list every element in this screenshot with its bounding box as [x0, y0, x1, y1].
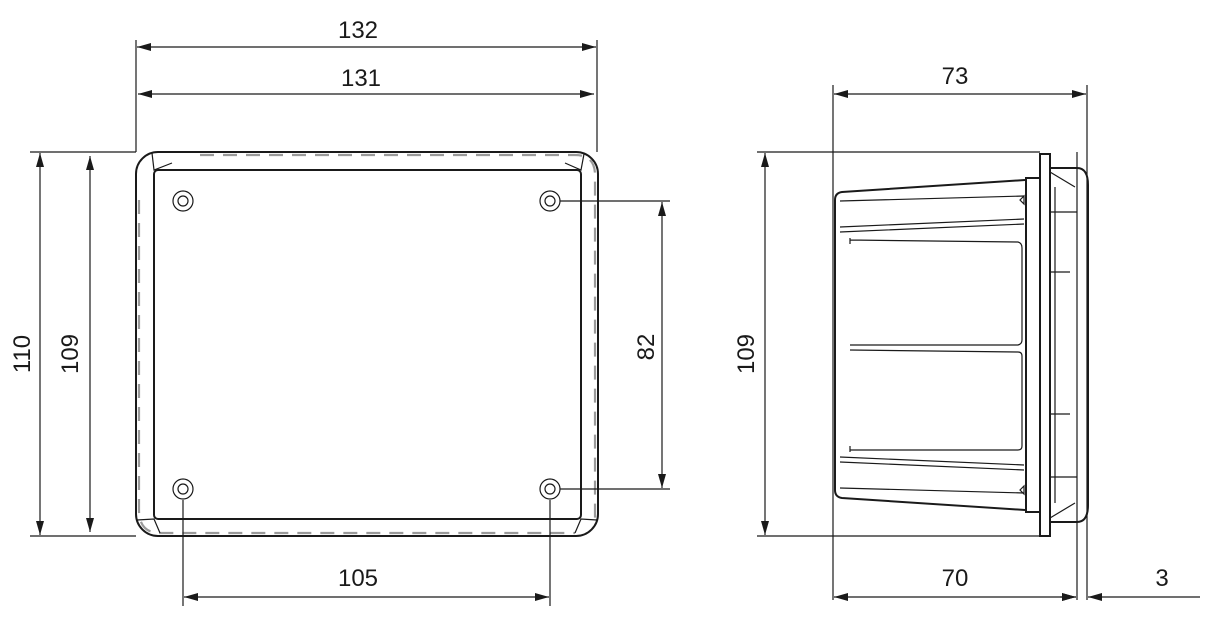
dimension-109-side: 109: [733, 153, 769, 535]
dimension-label-73: 73: [942, 63, 969, 90]
screw-top-right: [539, 190, 561, 212]
dimension-label-110: 110: [9, 335, 36, 373]
front-extension-lines: [30, 40, 670, 606]
dimension-label-109-front: 109: [57, 334, 84, 374]
dimension-105: 105: [184, 565, 549, 601]
latch-details: [1019, 194, 1025, 496]
dimension-label-3: 3: [1155, 565, 1168, 592]
lid-front-profile: [1050, 167, 1089, 523]
hidden-edge-bottom-left: [137, 200, 575, 535]
dimension-73: 73: [834, 63, 1086, 98]
box-rim: [1025, 177, 1041, 513]
lid-details: [1049, 152, 1078, 540]
hidden-edge-top-right: [200, 153, 597, 520]
screw-bottom-left: [172, 478, 194, 500]
dimension-label-82: 82: [633, 334, 660, 361]
screw-bottom-right: [539, 478, 561, 500]
outer-lid-outline: [135, 151, 599, 537]
box-body-outline: [834, 179, 1026, 511]
side-view: 73 109 70 3: [733, 63, 1200, 601]
side-extension-lines: [757, 85, 1088, 600]
dimension-label-131: 131: [341, 65, 381, 92]
dimension-110: 110: [9, 153, 44, 535]
dimension-label-132: 132: [338, 17, 378, 44]
dimension-109-front: 109: [57, 156, 94, 532]
corner-details: [136, 152, 598, 534]
screw-top-left: [172, 190, 194, 212]
box-body-ribs: [839, 195, 1025, 494]
dimension-label-105: 105: [338, 565, 378, 592]
dimension-3: 3: [1060, 565, 1200, 601]
dimension-label-70: 70: [942, 565, 969, 592]
front-view: 132 131 110 109 82 105: [9, 17, 670, 606]
dimension-label-109-side: 109: [733, 334, 760, 374]
dimension-132: 132: [137, 17, 596, 51]
dimension-70: 70: [834, 565, 1076, 601]
dimension-82: 82: [633, 202, 666, 488]
lid-flange: [1039, 153, 1051, 537]
inner-lid-outline: [153, 169, 582, 520]
dimension-131: 131: [138, 65, 594, 98]
